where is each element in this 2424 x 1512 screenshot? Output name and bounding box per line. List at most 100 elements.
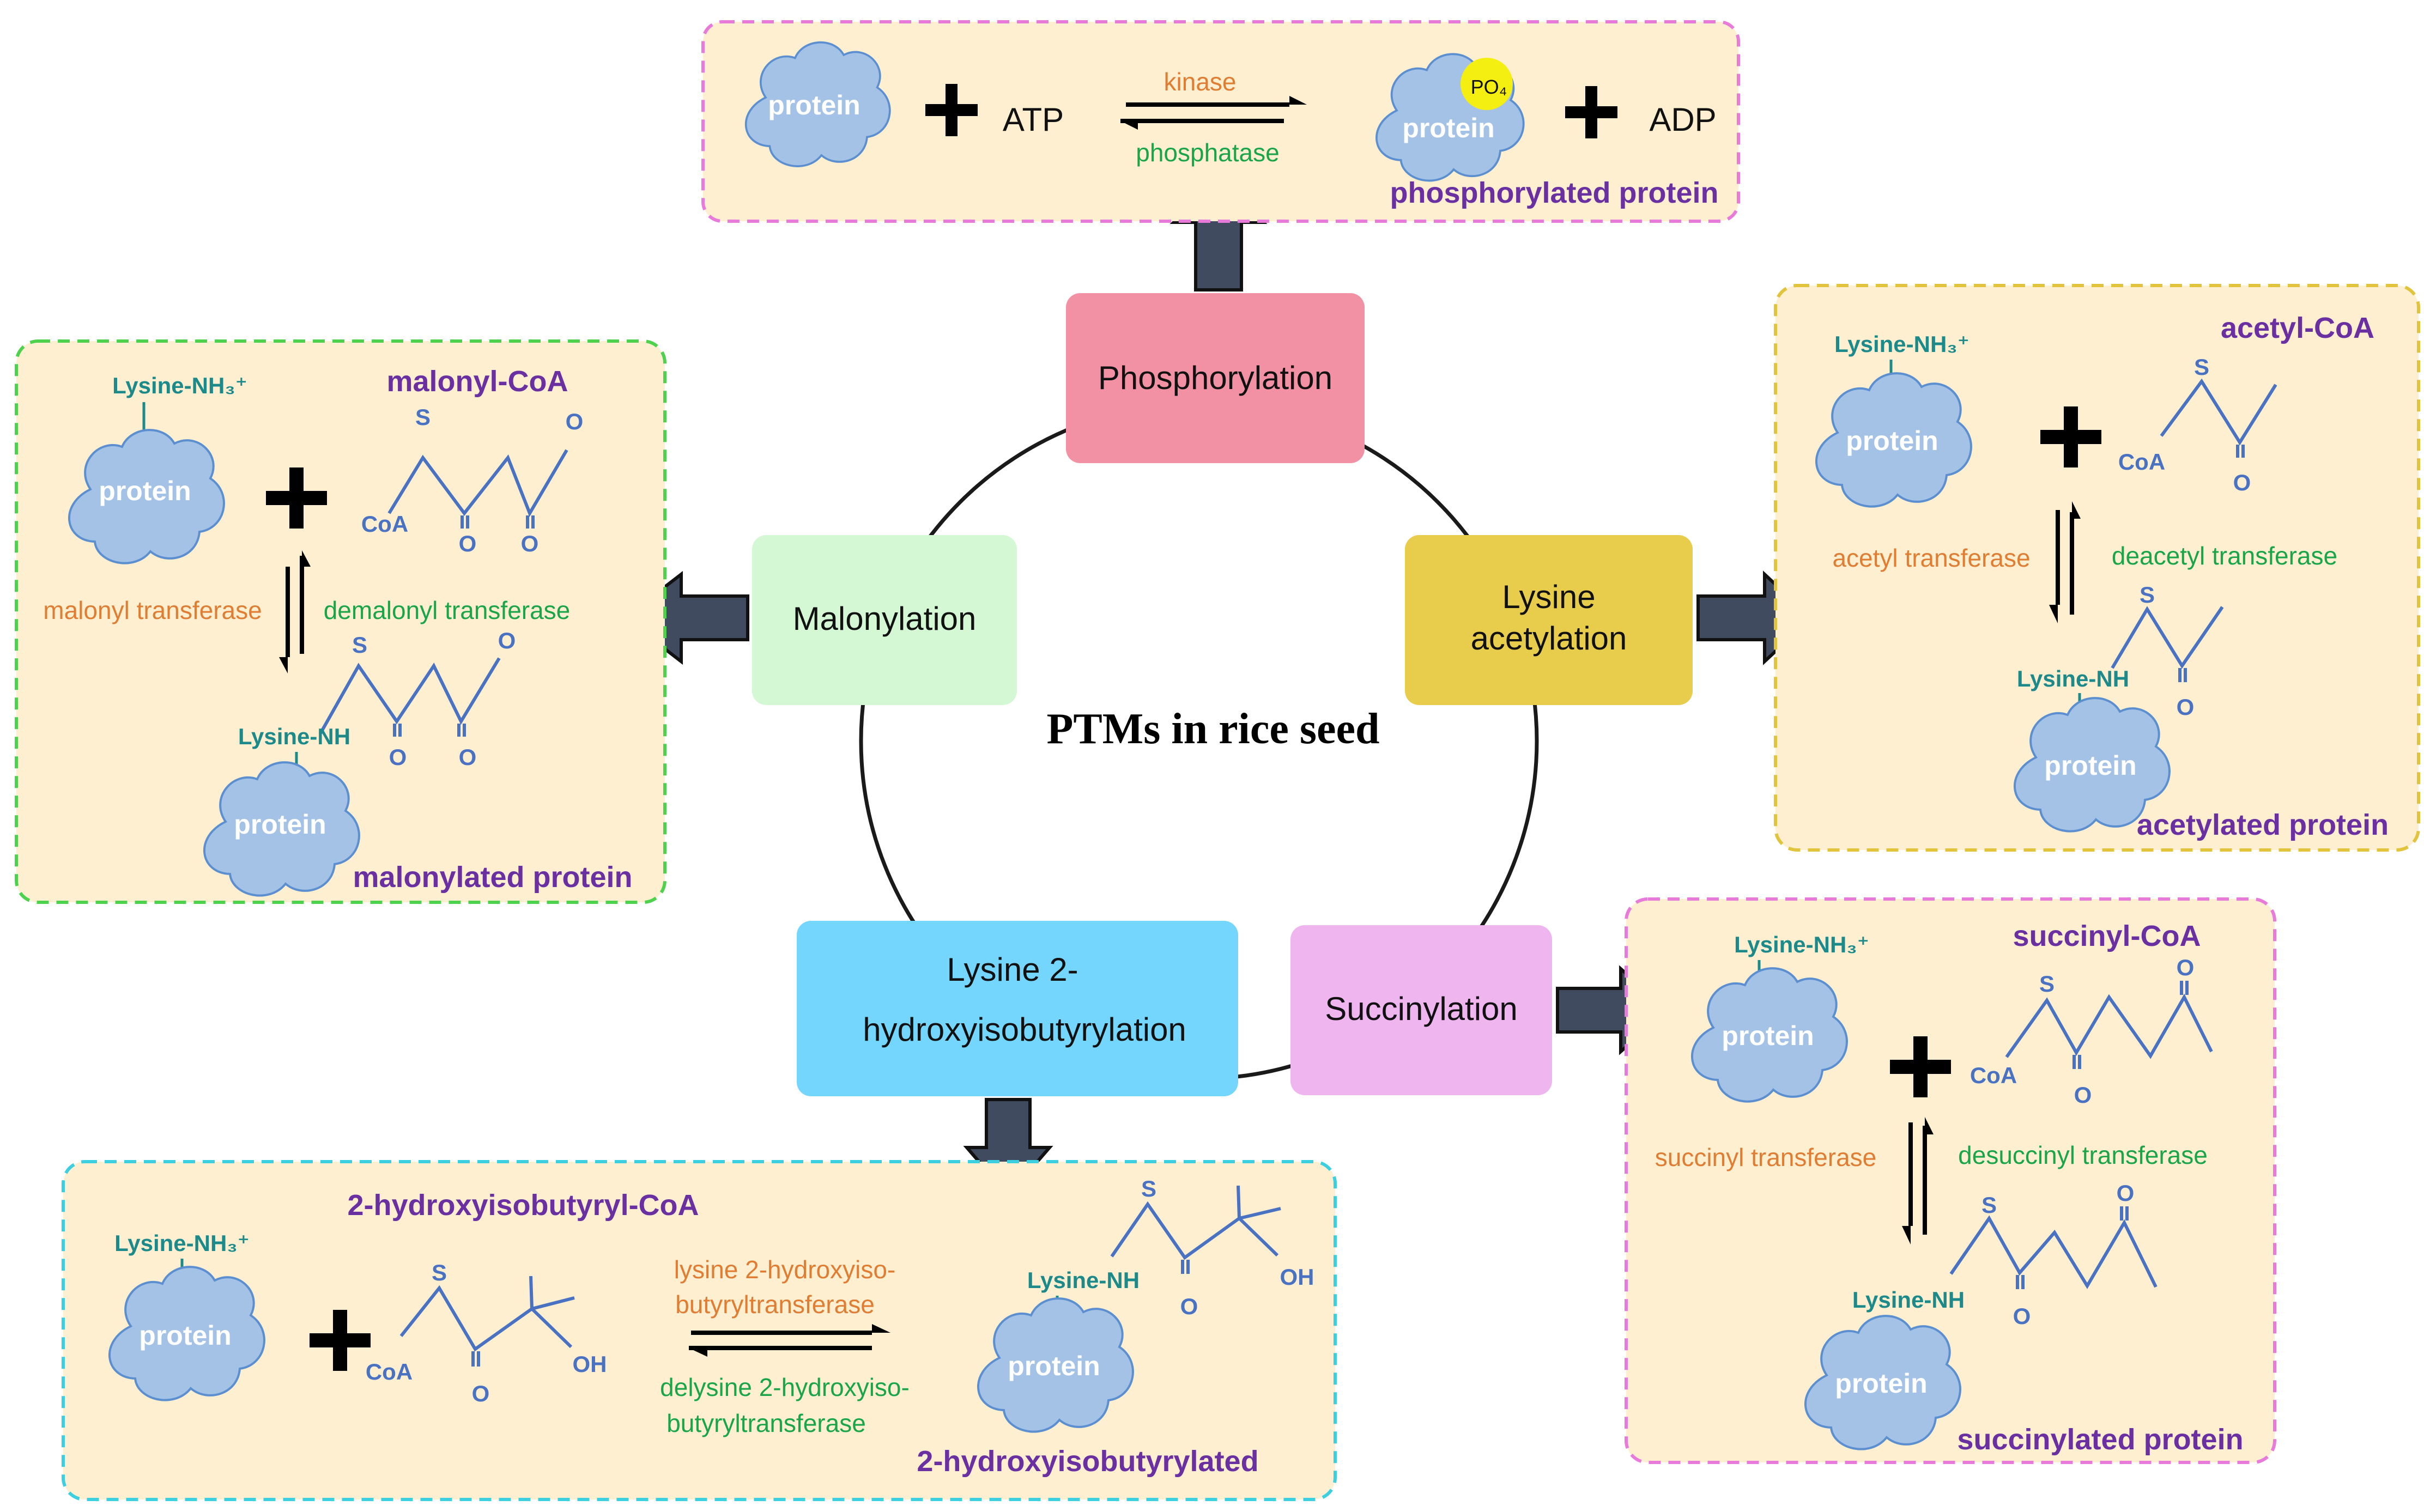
node-acetylation-line2: acetylation (1471, 620, 1627, 657)
oxygen-label: O (2177, 694, 2195, 720)
malonyl-coa-structure (387, 449, 568, 529)
hib-transferase-line2: butyryltransferase (675, 1290, 875, 1319)
equilibrium-arrow (689, 1324, 890, 1357)
plus-icon (310, 1310, 371, 1371)
coa-label: CoA (366, 1359, 413, 1385)
sulfur-label: S (1141, 1176, 1156, 1201)
equilibrium-arrow (2049, 501, 2081, 623)
lysine-nh-label: Lysine-NH (238, 724, 350, 749)
acetyl-coa-label: acetyl-CoA (2221, 312, 2374, 344)
oxygen-label: O (566, 409, 584, 434)
oxygen-label: O (498, 628, 516, 653)
hib-coa-structure (399, 1276, 575, 1367)
desuccinyl-transferase-label: desuccinyl transferase (1958, 1141, 2208, 1169)
plus-icon (2040, 406, 2101, 467)
oxygen-label: O (1180, 1294, 1198, 1319)
demalonyl-transferase-label: demalonyl transferase (324, 596, 571, 624)
oxygen-label: O (2177, 955, 2195, 980)
malonyl-transferase-label: malonyl transferase (43, 596, 262, 624)
sulfur-label: S (432, 1260, 447, 1285)
kinase-label: kinase (1164, 68, 1237, 96)
sulfur-label: S (2140, 582, 2155, 608)
sulfur-label: S (2194, 354, 2209, 380)
sulfur-label: S (352, 632, 367, 658)
protein-label: protein (2044, 750, 2136, 781)
lysine-nh3-label: Lysine-NH₃⁺ (1734, 932, 1869, 957)
oxygen-label: O (459, 744, 477, 770)
oxygen-label: O (521, 531, 539, 556)
acetyl-transferase-label: acetyl transferase (1832, 544, 2030, 572)
protein-label: protein (768, 90, 860, 120)
acetylation-box: Lysine-NH₃⁺ protein acetyl-CoA S CoA O a… (1774, 284, 2420, 852)
sulfur-label: S (415, 404, 431, 430)
deacetyl-transferase-label: deacetyl transferase (2112, 542, 2337, 570)
protein-label: protein (1402, 113, 1494, 143)
protein-label: protein (234, 809, 326, 840)
plus-icon (925, 84, 978, 136)
succinylated-protein-label: succinylated protein (1957, 1423, 2243, 1456)
node-succinylation-label: Succinylation (1325, 991, 1518, 1027)
lysine-nh3-label: Lysine-NH₃⁺ (112, 373, 247, 398)
adp-label: ADP (1649, 101, 1716, 138)
node-hib-line1: Lysine 2- (947, 951, 1078, 988)
oxygen-label: O (389, 744, 407, 770)
lysine-nh-label: Lysine-NH (1027, 1267, 1140, 1293)
succinylation-box: Lysine-NH₃⁺ protein succinyl-CoA S CoA O… (1625, 897, 2276, 1464)
lysine-nh3-label: Lysine-NH₃⁺ (1834, 331, 1970, 357)
protein-label: protein (1846, 426, 1938, 456)
protein-label: protein (99, 476, 191, 506)
oxygen-label: O (2074, 1082, 2092, 1108)
equilibrium-arrow (1902, 1117, 1934, 1244)
hydroxyl-label: OH (1280, 1264, 1314, 1290)
coa-label: CoA (1970, 1062, 2017, 1088)
acetyl-lysine-structure (2111, 606, 2224, 682)
oxygen-label: O (2233, 470, 2251, 495)
protein-label: protein (1722, 1021, 1814, 1051)
atp-label: ATP (1003, 101, 1064, 138)
phosphorylated-protein-label: phosphorylated protein (1390, 177, 1718, 209)
hydroxyisobutyrylated-label: 2-hydroxyisobutyrylated (917, 1445, 1258, 1478)
protein-label: protein (139, 1320, 231, 1351)
sulfur-label: S (1981, 1192, 1997, 1218)
malonyl-coa-label: malonyl-CoA (386, 365, 568, 398)
phosphatase-label: phosphatase (1136, 138, 1279, 167)
dehib-transferase-line1: delysine 2-hydroxyiso- (660, 1373, 910, 1401)
oxygen-label: O (2013, 1303, 2031, 1329)
coa-label: CoA (2118, 449, 2165, 475)
node-lysine-2-hydroxyisobutyrylation: Lysine 2- hydroxyisobutyrylation (797, 921, 1238, 1096)
succinyl-transferase-label: succinyl transferase (1655, 1143, 1877, 1171)
oxygen-label: O (472, 1381, 490, 1406)
hib-lysine-structure (1110, 1185, 1281, 1274)
phosphorylation-box: protein ATP kinase phosphatase protein P… (701, 20, 1740, 223)
malonylation-box: Lysine-NH₃⁺ protein malonyl-CoA S CoA O … (15, 339, 666, 904)
oxygen-label: O (2117, 1180, 2135, 1206)
node-malonylation-label: Malonylation (793, 600, 977, 637)
center-title: PTMs in rice seed (1047, 705, 1380, 753)
node-succinylation: Succinylation (1290, 925, 1552, 1095)
node-hib-line2: hydroxyisobutyrylation (863, 1011, 1186, 1048)
node-phosphorylation-label: Phosphorylation (1098, 360, 1332, 396)
node-lysine-acetylation: Lysine acetylation (1405, 535, 1693, 705)
plus-icon (1890, 1036, 1951, 1097)
oxygen-label: O (459, 531, 477, 556)
po4-group (1461, 58, 1513, 110)
malonylated-protein-label: malonylated protein (353, 861, 632, 894)
node-phosphorylation: Phosphorylation (1066, 293, 1365, 463)
equilibrium-arrow (279, 550, 311, 673)
plus-icon (266, 467, 327, 529)
plus-icon (1565, 86, 1617, 138)
succinyl-coa-label: succinyl-CoA (2013, 920, 2201, 952)
hib-transferase-line1: lysine 2-hydroxyiso- (674, 1255, 895, 1284)
sulfur-label: S (2039, 971, 2055, 997)
succinyl-lysine-structure (1949, 1206, 2158, 1289)
coa-label: CoA (361, 511, 408, 537)
lysine-nh3-label: Lysine-NH₃⁺ (114, 1230, 250, 1256)
protein-label: protein (1835, 1368, 1927, 1399)
node-malonylation: Malonylation (752, 535, 1017, 705)
po4-label: PO₄ (1471, 76, 1507, 98)
lysine-nh-label: Lysine-NH (1852, 1287, 1965, 1313)
acetylated-protein-label: acetylated protein (2137, 809, 2389, 841)
equilibrium-arrow (1120, 96, 1307, 130)
malonyl-lysine-structure (319, 657, 501, 737)
